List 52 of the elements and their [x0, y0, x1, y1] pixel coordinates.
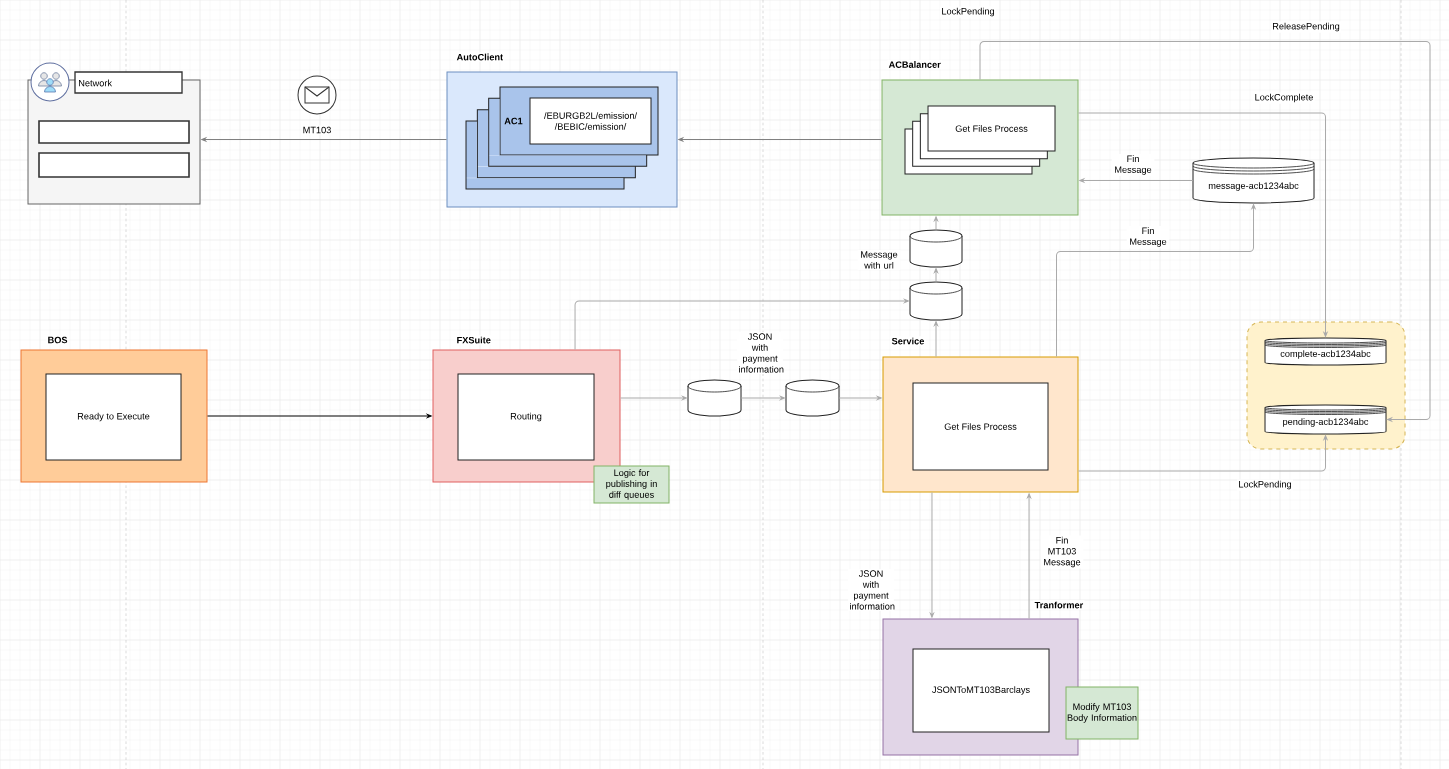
edge-label: JSON with payment information [737, 332, 784, 374]
arrow [1027, 493, 1032, 619]
arrow [838, 396, 882, 401]
process-box: JSONToMT103Barclays [912, 648, 1050, 733]
cylinder [687, 379, 742, 417]
component-title: Tranformer [1033, 600, 1085, 610]
arrow [1078, 435, 1328, 472]
datastore-cylinder: complete-acb1234abc [1264, 337, 1387, 366]
note-box: Logic for publishing in diff queues [593, 465, 670, 504]
datastore-cylinder: pending-acb1234abc [1264, 404, 1387, 435]
edge-label: LockPending [1237, 479, 1293, 491]
arrow [929, 492, 934, 618]
arrow [620, 396, 687, 401]
arrow [740, 396, 785, 401]
note-box: Modify MT103 Body Information [1065, 686, 1139, 740]
edge-label: LockComplete [1253, 92, 1315, 104]
document-stack: Get Files Process [904, 105, 1056, 175]
arrow [979, 41, 1431, 422]
datastore-cylinder: message-acb1234abc [1192, 157, 1315, 204]
arrow [207, 414, 432, 419]
cylinder [785, 379, 840, 417]
edge-label: ReleasePending [1270, 21, 1342, 33]
arrow [934, 216, 939, 231]
component-title: Service [890, 336, 926, 346]
component-title: ACBalancer [887, 59, 943, 70]
edge-label: MT103 [301, 125, 333, 135]
edge-label: Fin Message [1126, 225, 1170, 249]
arrow [574, 299, 909, 350]
blank-box [38, 152, 190, 178]
arrow [1056, 204, 1256, 357]
arrow [201, 137, 447, 142]
edge-label: Fin Message [1111, 153, 1155, 177]
arrow [934, 321, 939, 357]
edge-label: Message with url [857, 250, 901, 270]
component-title: BOS [46, 335, 69, 345]
title-box: Network [74, 71, 183, 94]
process-box: Ready to Execute [45, 373, 182, 461]
arrow [1079, 178, 1194, 183]
cylinder [909, 229, 963, 268]
process-box: Get Files Process [912, 382, 1049, 471]
arrow [1078, 112, 1328, 337]
edge-label: Fin MT103 Message [1040, 535, 1084, 569]
arrow [678, 137, 882, 142]
component-title: AutoClient [455, 52, 505, 62]
process-box: /EBURGB2L/emission/ /BEBIC/emission/ [529, 97, 652, 145]
process-box: Routing [457, 373, 595, 461]
component-title: FXSuite [455, 335, 493, 345]
text-label: LockPending [940, 6, 996, 18]
edge-label: JSON with payment information [848, 569, 895, 611]
arrow [934, 268, 939, 283]
blank-box [38, 120, 190, 144]
cylinder [909, 281, 963, 321]
